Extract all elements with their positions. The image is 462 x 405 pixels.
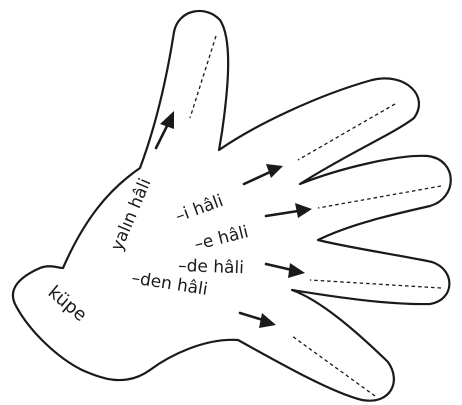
label-i-hali: –i hâli	[173, 191, 226, 227]
arrow-i	[244, 164, 283, 184]
pinky-dashed-line	[292, 336, 375, 396]
label-de-hali: –de hâli	[178, 256, 244, 278]
arrow-de	[266, 263, 305, 278]
middle-dashed-line	[318, 186, 441, 208]
arrow-yalin	[156, 111, 174, 148]
ring-dashed-line	[310, 280, 441, 288]
index-dashed-line	[298, 104, 395, 160]
hand-outline	[13, 11, 451, 401]
arrow-den	[240, 313, 276, 328]
label-e-hali: –e hâli	[192, 222, 250, 255]
thumb-dashed-line	[190, 36, 216, 118]
label-yalin-hali: yalın hâli	[107, 175, 155, 253]
arrow-e	[266, 203, 312, 218]
label-word: küpe	[44, 282, 91, 326]
